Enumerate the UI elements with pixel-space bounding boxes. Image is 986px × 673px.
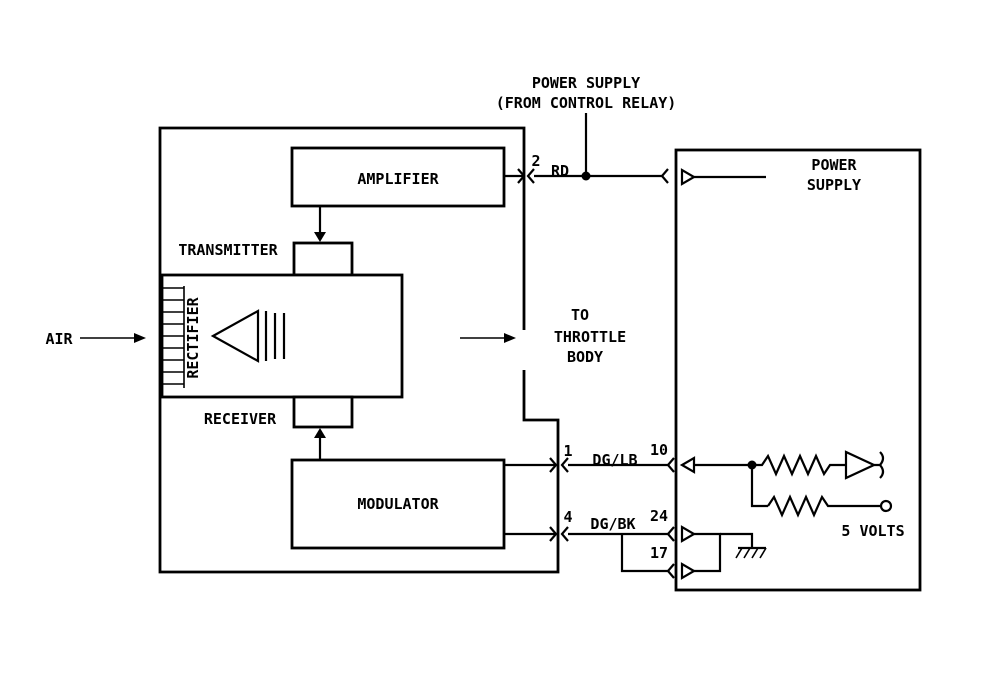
to-label: TO — [571, 306, 589, 324]
output-stub-icon — [874, 451, 885, 479]
pin-24-label: 24 — [650, 507, 668, 525]
terminal-triangle-icon — [680, 562, 697, 580]
amplifier-label: AMPLIFIER — [357, 170, 439, 188]
receiver-label: RECEIVER — [204, 410, 277, 428]
power-supply-top-label: POWER SUPPLY — [532, 74, 640, 92]
pin-10-label: 10 — [650, 441, 668, 459]
connector-female-icon — [660, 168, 669, 184]
pin-4-label: 4 — [563, 508, 572, 526]
modulator-label: MODULATOR — [357, 495, 439, 513]
rectifier-label: RECTIFIER — [184, 296, 202, 378]
transmitter-label: TRANSMITTER — [178, 241, 278, 259]
pin-17-label: 17 — [650, 544, 668, 562]
arrow-down-icon — [314, 232, 326, 242]
modulator-box — [290, 458, 506, 550]
throttle-label: THROTTLE — [554, 328, 626, 346]
connector-male-icon — [549, 457, 558, 473]
dg-bk-wire-label: DG/BK — [590, 515, 635, 533]
body-label: BODY — [567, 348, 603, 366]
connector-female-icon — [666, 457, 675, 473]
throttle-arrow-icon — [504, 333, 516, 343]
terminal-triangle-icon — [680, 168, 697, 186]
from-control-relay-label: (FROM CONTROL RELAY) — [496, 94, 677, 112]
arrow-up-icon — [314, 428, 326, 438]
pin-2-label: 2 — [531, 152, 540, 170]
vortex-strut-icon — [210, 309, 286, 363]
ground-bus-wire — [694, 532, 722, 573]
supply-label: SUPPLY — [807, 176, 861, 194]
rd-wire-label: RD — [551, 162, 569, 180]
connector-female-icon — [666, 526, 675, 542]
connector-female-icon — [560, 526, 569, 542]
air-label: AIR — [45, 330, 73, 348]
pin-1-label: 1 — [563, 442, 572, 460]
terminal-5v-icon — [879, 499, 893, 513]
connector-male-icon — [549, 526, 558, 542]
terminal-triangle-icon — [680, 525, 697, 543]
connector-male-icon — [517, 168, 526, 184]
receiver-box — [292, 395, 354, 429]
connector-female-icon — [666, 563, 675, 579]
amplifier-box — [290, 146, 506, 208]
pullup-branch-wire — [750, 465, 768, 508]
air-arrow-icon — [134, 333, 146, 343]
dg-lb-wire-label: DG/LB — [592, 451, 637, 469]
resistor-icon — [767, 494, 880, 518]
five-volts-label: 5 VOLTS — [841, 522, 904, 540]
flow-tube-box — [160, 273, 404, 399]
dg-bk-branch-wire — [620, 534, 668, 573]
connector-female-icon — [526, 168, 535, 184]
transmitter-box — [292, 241, 354, 277]
ground-drop-wire — [720, 532, 754, 548]
resistor-icon — [752, 453, 846, 477]
ground-icon — [735, 546, 767, 559]
rectifier-grid-icon — [162, 286, 185, 388]
splice-dot — [581, 171, 591, 181]
connector-female-icon — [560, 457, 569, 473]
power-label: POWER — [811, 156, 857, 174]
buffer-amplifier-icon — [844, 450, 877, 480]
